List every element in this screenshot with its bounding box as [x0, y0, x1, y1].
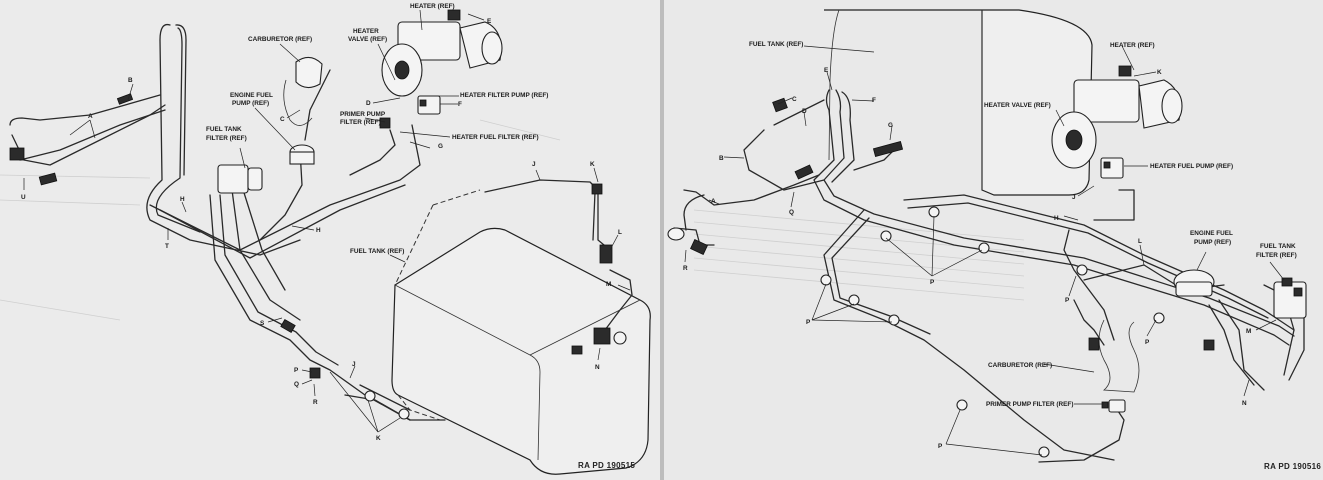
label-h: H	[1054, 215, 1059, 222]
label-primer-2: FILTER (REF)	[340, 119, 381, 126]
label-q: Q	[294, 381, 299, 388]
label-carburetor: CARBURETOR (REF)	[248, 36, 312, 43]
label-engine-pump-1: ENGINE FUEL	[1190, 230, 1233, 237]
left-fuel-line-diagram: HEATER (REF) E CARBURETOR (REF) HEATER V…	[0, 3, 651, 475]
label-a: A	[88, 113, 93, 120]
label-heater: HEATER (REF)	[1110, 42, 1155, 49]
label-k-lower: K	[376, 435, 381, 442]
label-m: M	[1246, 328, 1251, 335]
right-components	[667, 65, 1307, 458]
label-p-left: P	[806, 319, 811, 326]
left-components	[9, 9, 627, 420]
label-heater-fuel-filter: HEATER FUEL FILTER (REF)	[452, 134, 539, 141]
label-primer-filter: PRIMER PUMP FILTER (REF)	[986, 401, 1073, 408]
label-a: A	[711, 198, 716, 205]
label-heater-filter-pump: HEATER FILTER PUMP (REF)	[460, 92, 548, 99]
label-k: K	[1157, 69, 1162, 76]
label-heater-valve-2: VALVE (REF)	[348, 36, 387, 43]
label-c: C	[280, 116, 285, 123]
label-j-lower: J	[352, 361, 356, 368]
label-d: D	[366, 100, 371, 107]
label-p-right: P	[1145, 339, 1150, 346]
label-fuel-tank-filter-2: FILTER (REF)	[206, 135, 247, 142]
label-primer-1: PRIMER PUMP	[340, 111, 386, 118]
label-heater-valve: HEATER VALVE (REF)	[984, 102, 1051, 109]
label-l: L	[618, 229, 622, 236]
label-heater: HEATER (REF)	[410, 3, 455, 10]
figure-code-right: RA PD 190516	[1264, 462, 1321, 471]
right-leader-lines	[684, 45, 1285, 456]
label-r: R	[313, 399, 318, 406]
label-n: N	[1242, 400, 1247, 407]
label-f: F	[872, 97, 876, 104]
label-heater-valve-1: HEATER	[353, 28, 379, 35]
label-fuel-tank: FUEL TANK (REF)	[350, 248, 404, 255]
label-g: G	[438, 143, 443, 150]
right-page: FUEL TANK (REF) E HEATER (REF) K C F D H…	[664, 0, 1323, 480]
page-gutter	[660, 0, 664, 480]
label-s: S	[260, 320, 265, 327]
label-q: Q	[789, 209, 794, 216]
label-d: D	[802, 108, 807, 115]
label-u: U	[21, 194, 26, 201]
right-faint-bg	[693, 209, 1025, 301]
label-l: L	[1138, 238, 1142, 245]
label-p-center: P	[930, 279, 935, 286]
label-e: E	[824, 67, 829, 74]
label-j-top: J	[532, 161, 536, 168]
label-r: R	[683, 265, 688, 272]
left-fuel-tank	[391, 189, 651, 475]
label-h-lower: H	[316, 227, 321, 234]
label-h-upper: H	[180, 196, 185, 203]
label-carburetor: CARBURETOR (REF)	[988, 362, 1052, 369]
figure-code-left: RA PD 190515	[578, 461, 635, 470]
label-fuel-tank-filter-1: FUEL TANK	[1260, 243, 1296, 250]
label-engine-pump-1: ENGINE FUEL	[230, 92, 273, 99]
label-j: J	[1072, 194, 1076, 201]
label-p: P	[294, 367, 299, 374]
label-fuel-tank-filter-1: FUEL TANK	[206, 126, 242, 133]
label-engine-pump-2: PUMP (REF)	[232, 100, 269, 107]
label-k-top: K	[590, 161, 595, 168]
label-b: B	[719, 155, 724, 162]
label-t: T	[165, 243, 169, 250]
label-g: G	[888, 122, 893, 129]
label-c: C	[792, 96, 797, 103]
label-fuel-tank: FUEL TANK (REF)	[749, 41, 803, 48]
left-labels: HEATER (REF) E CARBURETOR (REF) HEATER V…	[21, 3, 635, 470]
label-heater-fuel-pump: HEATER FUEL PUMP (REF)	[1150, 163, 1233, 170]
label-fuel-tank-filter-2: FILTER (REF)	[1256, 252, 1297, 259]
label-b: B	[128, 77, 133, 84]
label-engine-pump-2: PUMP (REF)	[1194, 239, 1231, 246]
left-faint-bg	[0, 119, 561, 321]
label-e: E	[487, 18, 492, 25]
left-leader-lines	[23, 9, 631, 433]
left-tubing	[9, 23, 633, 421]
label-n: N	[595, 364, 600, 371]
right-fuel-line-diagram: FUEL TANK (REF) E HEATER (REF) K C F D H…	[667, 9, 1321, 471]
label-p-mid: P	[1065, 297, 1070, 304]
label-f: F	[458, 101, 462, 108]
label-p-bottom: P	[938, 443, 943, 450]
right-labels: FUEL TANK (REF) E HEATER (REF) K C F D H…	[683, 41, 1321, 471]
label-m: M	[606, 281, 611, 288]
left-page: HEATER (REF) E CARBURETOR (REF) HEATER V…	[0, 0, 660, 480]
